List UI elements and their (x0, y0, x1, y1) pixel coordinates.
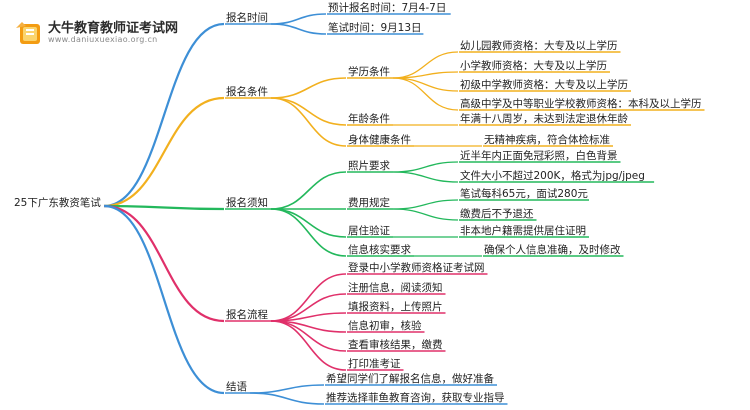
child-node: 希望同学们了解报名信息，做好准备 (326, 372, 494, 385)
child-node: 居住验证 (348, 224, 390, 237)
leaf-node: 高级中学及中等职业学校教师资格：本科及以上学历 (460, 97, 702, 110)
leaf-node: 无精神疾病，符合体检标准 (484, 133, 610, 146)
branch-node: 结语 (226, 380, 247, 393)
connector-line (392, 171, 459, 183)
connector-line (270, 77, 347, 99)
connector-line (270, 23, 327, 35)
connector-line (104, 22, 225, 208)
child-node: 学历条件 (348, 65, 390, 78)
connector-line (104, 204, 225, 395)
connector-line (270, 97, 347, 147)
connector-line (392, 77, 459, 111)
child-node: 笔试时间：9月13日 (328, 21, 422, 34)
connector-line (392, 208, 459, 221)
child-node: 查看审核结果，缴费 (348, 338, 443, 351)
leaf-node: 缴费后不予退还 (460, 207, 534, 220)
connector-line (392, 71, 459, 79)
connector-line (392, 51, 459, 79)
leaf-node: 文件大小不超过200K，格式为jpg/jpeg (460, 169, 645, 182)
connector-line (270, 208, 347, 257)
logo-title: 大牛教育教师证考试网 (48, 21, 179, 36)
book-logo-icon (16, 22, 40, 44)
leaf-node: 小学教师资格：大专及以上学历 (460, 59, 607, 72)
branch-node: 报名条件 (226, 85, 268, 98)
branch-node: 报名流程 (226, 308, 268, 321)
connector-line (392, 161, 459, 173)
connector-line (270, 13, 327, 25)
branch-node: 报名时间 (226, 11, 268, 24)
child-node: 费用规定 (348, 196, 390, 209)
connector-line (270, 273, 347, 322)
connector-line (104, 204, 225, 323)
child-node: 身体健康条件 (348, 133, 411, 146)
child-node: 推荐选择菲鱼教育咨询，获取专业指导 (326, 391, 505, 404)
child-node: 填报资料，上传照片 (348, 300, 443, 313)
child-node: 预计报名时间：7月4-7日 (328, 1, 446, 14)
connector-line (392, 77, 459, 92)
child-node: 注册信息，阅读须知 (348, 281, 443, 294)
root-node: 25下广东教资笔试 (14, 196, 101, 209)
child-node: 照片要求 (348, 159, 390, 172)
connector-line (249, 392, 325, 405)
leaf-node: 确保个人信息准确，及时修改 (484, 243, 621, 256)
leaf-node: 幼儿园教师资格：大专及以上学历 (460, 39, 618, 52)
child-node: 登录中小学教师资格证考试网 (348, 261, 485, 274)
leaf-node: 笔试每科65元，面试280元 (460, 187, 588, 200)
logo-subtitle: www.daniuxuexiao.org.cn (48, 35, 158, 44)
site-logo: 大牛教育教师证考试网 www.daniuxuexiao.org.cn (14, 16, 234, 50)
connector-line (104, 204, 225, 211)
child-node: 年龄条件 (348, 112, 390, 125)
leaf-node: 近半年内正面免冠彩照，白色背景 (460, 149, 618, 162)
leaf-node: 年满十八周岁，未达到法定退休年龄 (460, 112, 628, 125)
branch-node: 报名须知 (226, 196, 268, 209)
child-node: 信息初审，核验 (348, 319, 422, 332)
connector-line (392, 199, 459, 210)
leaf-node: 初级中学教师资格：大专及以上学历 (460, 78, 628, 91)
connector-line (249, 384, 325, 394)
child-node: 打印准考证 (348, 357, 401, 370)
connector-line (270, 320, 347, 371)
connector-line (104, 96, 225, 208)
leaf-node: 非本地户籍需提供居住证明 (460, 224, 586, 237)
child-node: 信息核实要求 (348, 243, 411, 256)
connector-line (270, 171, 347, 210)
